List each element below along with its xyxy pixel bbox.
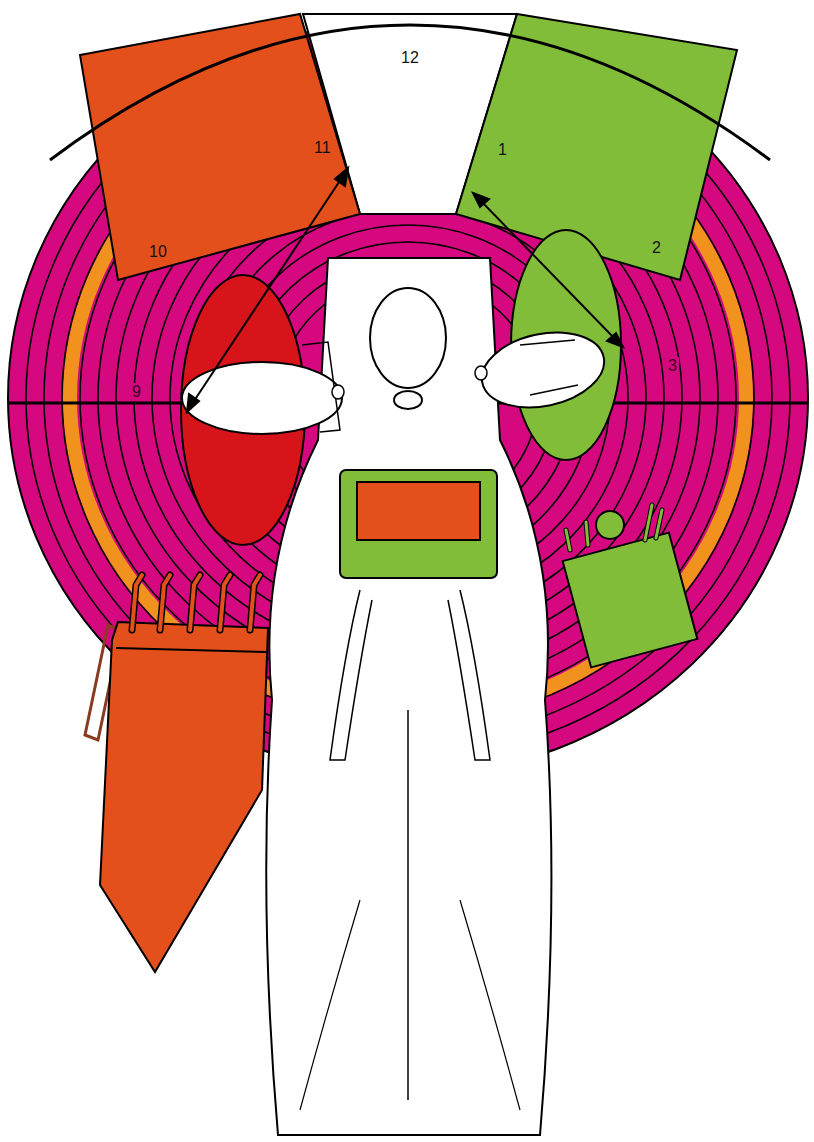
callout-number: 12 <box>399 49 421 67</box>
instrument <box>132 575 142 630</box>
callout-number: 9 <box>130 383 143 401</box>
instrument <box>132 575 142 630</box>
callout-number: 11 <box>312 139 333 157</box>
callout-number: 3 <box>666 357 679 375</box>
callout-number: 1 <box>496 141 509 159</box>
instrument <box>160 575 170 630</box>
instrument <box>220 575 230 630</box>
instrument <box>250 575 260 630</box>
instrument <box>190 575 200 630</box>
callout-number: 10 <box>147 243 169 261</box>
instrument <box>190 575 200 630</box>
instrument <box>250 575 260 630</box>
callout-number: 2 <box>650 239 663 257</box>
instrument <box>160 575 170 630</box>
instrument <box>220 575 230 630</box>
